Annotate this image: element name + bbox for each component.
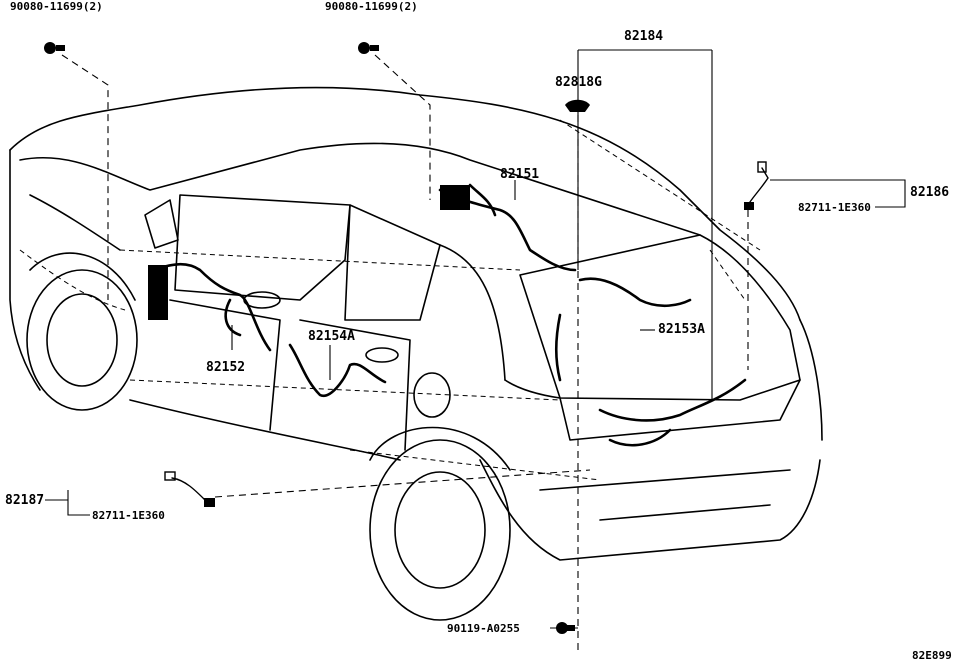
figure-code-label: 82E899: [912, 649, 952, 662]
leader-lines: [45, 49, 906, 650]
front-door-harness-label: 82152: [206, 360, 245, 375]
antenna-part-right-label: 82711-1E360: [798, 201, 871, 214]
antenna-part-left-label: 82711-1E360: [92, 509, 165, 522]
bottom-bolt-label: 90119-A0255: [447, 622, 520, 635]
bolt-center-label: 90080-11699(2): [325, 0, 418, 13]
hidden-lines: [19, 119, 761, 481]
clamp-icon: [565, 99, 590, 112]
vehicle-body: [9, 86, 823, 621]
bolt-left-icon: [44, 42, 65, 54]
front-door-harness: [148, 262, 272, 352]
antenna-cord-left-label: 82187: [5, 493, 44, 508]
rear-door-harness-label: 82154A: [308, 329, 355, 344]
antenna-cord-left-icon: [164, 471, 215, 507]
rear-harness: [554, 277, 747, 447]
bolt-center-icon: [358, 42, 379, 54]
clamp-label: 82818G: [555, 75, 602, 90]
floor-harness: [438, 183, 577, 272]
rear-harness-label: 82153A: [658, 322, 705, 337]
harness-group-label: 82184: [624, 29, 663, 44]
bottom-bolt-icon: [556, 622, 575, 634]
bolt-left-label: 90080-11699(2): [10, 0, 103, 13]
antenna-cord-right-icon: [744, 161, 769, 210]
antenna-cord-right-label: 82186: [910, 185, 949, 200]
floor-harness-label: 82151: [500, 167, 539, 182]
rear-door-harness: [288, 343, 387, 398]
